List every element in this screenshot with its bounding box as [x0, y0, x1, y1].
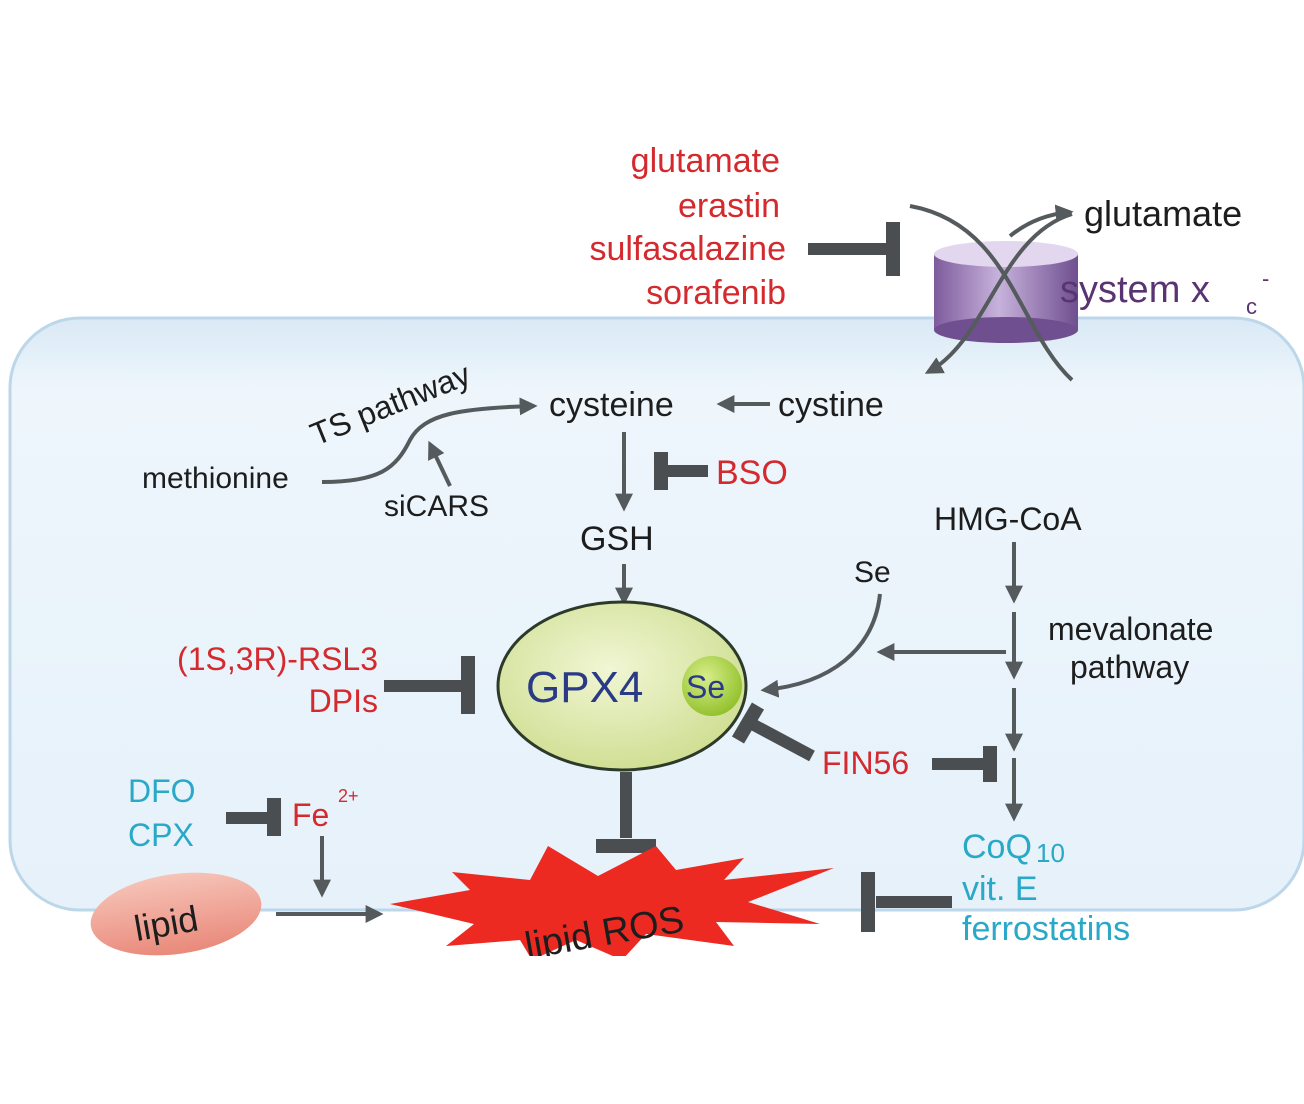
- system-xc-label: system x: [1060, 269, 1210, 311]
- cysteine-label: cysteine: [549, 386, 674, 424]
- hmg-coa-label: HMG-CoA: [934, 501, 1082, 537]
- fin56-label: FIN56: [822, 745, 909, 781]
- xc-inhibition-bar: [808, 222, 900, 276]
- lipid-ros-burst: [390, 846, 834, 960]
- ts-pathway-arrow: [321, 397, 538, 484]
- system-xc-subscript: c: [1246, 294, 1257, 319]
- pathway-label: pathway: [1070, 649, 1189, 685]
- coq10-subscript: 10: [1036, 838, 1065, 868]
- sicars-label: siCARS: [384, 490, 489, 523]
- gpx4-label: GPX4: [526, 663, 643, 712]
- inhibitor-sulfasalazine: sulfasalazine: [589, 230, 786, 268]
- glutamate-output-label: glutamate: [1084, 193, 1242, 234]
- sicars-arrow: [428, 440, 452, 487]
- inhibitor-sorafenib: sorafenib: [646, 274, 786, 312]
- system-xc-transporter: [909, 204, 1078, 382]
- dpis-label: DPIs: [309, 683, 378, 719]
- image-crop-band: [0, 956, 1304, 1104]
- inhibitor-erastin: erastin: [678, 187, 780, 225]
- methionine-label: methionine: [142, 462, 289, 495]
- gpx4-ros-inhibition: [596, 772, 656, 853]
- lipid-node: [90, 872, 262, 956]
- selenium-arrow: [760, 593, 882, 698]
- bso-label: BSO: [716, 454, 788, 492]
- ferrostatins-label: ferrostatins: [962, 910, 1130, 948]
- protector-inhibition: [861, 872, 952, 932]
- iron-charge-label: 2+: [338, 786, 359, 806]
- vitamin-e-label: vit. E: [962, 870, 1038, 908]
- xc-inhibitor-list: glutamate erastin sulfasalazine sorafeni…: [589, 142, 786, 312]
- rsl3-inhibition: [384, 656, 475, 714]
- system-xc-superscript: -: [1262, 266, 1269, 291]
- cystine-label: cystine: [778, 386, 884, 424]
- fin56-gpx4-inhibition: [731, 702, 815, 762]
- selenium-label: Se: [854, 556, 891, 589]
- dfo-label: DFO: [128, 773, 196, 809]
- coq10-label: CoQ: [962, 828, 1032, 866]
- cpx-label: CPX: [128, 817, 194, 853]
- iron-chelator-inhibition: [226, 798, 281, 836]
- inhibitor-glutamate: glutamate: [631, 142, 780, 180]
- gsh-label: GSH: [580, 520, 654, 558]
- gpx4-enzyme: [496, 600, 748, 772]
- iron-label: Fe: [292, 797, 329, 833]
- bso-inhibition: [654, 452, 708, 490]
- gpx4-selenium-label: Se: [686, 669, 725, 705]
- mevalonate-label: mevalonate: [1048, 611, 1213, 647]
- rsl3-label: (1S,3R)-RSL3: [177, 641, 378, 677]
- fin56-mevalonate-inhibition: [932, 746, 997, 782]
